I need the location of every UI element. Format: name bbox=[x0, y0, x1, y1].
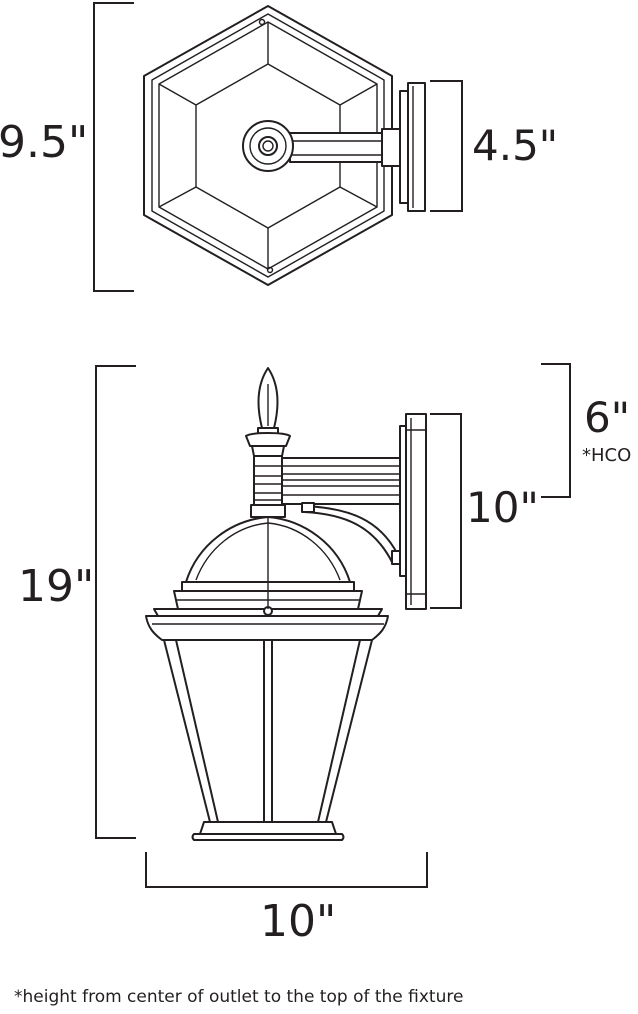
side-backplate-label: 10" bbox=[466, 483, 539, 532]
hco-label: 6" bbox=[584, 393, 630, 442]
side-height-bracket bbox=[95, 365, 136, 839]
side-width-bracket bbox=[145, 852, 428, 888]
top-height-label: 9.5" bbox=[0, 117, 88, 168]
top-view: 9.5" 4.5" bbox=[0, 2, 558, 292]
side-backplate-bracket bbox=[430, 413, 462, 609]
side-width-label: 10" bbox=[260, 896, 336, 947]
side-view: 19" 6" *HCO 10" 10" bbox=[18, 363, 631, 947]
top-height-bracket bbox=[93, 2, 134, 292]
lantern-side-view bbox=[145, 367, 427, 841]
hco-footnote: *height from center of outlet to the top… bbox=[14, 987, 464, 1007]
hco-note: *HCO bbox=[582, 445, 631, 466]
top-backplate-label: 4.5" bbox=[472, 121, 558, 170]
side-height-label: 19" bbox=[18, 561, 94, 612]
lantern-top-view bbox=[143, 5, 426, 286]
hco-bracket bbox=[541, 363, 571, 498]
top-backplate-bracket bbox=[430, 80, 463, 212]
